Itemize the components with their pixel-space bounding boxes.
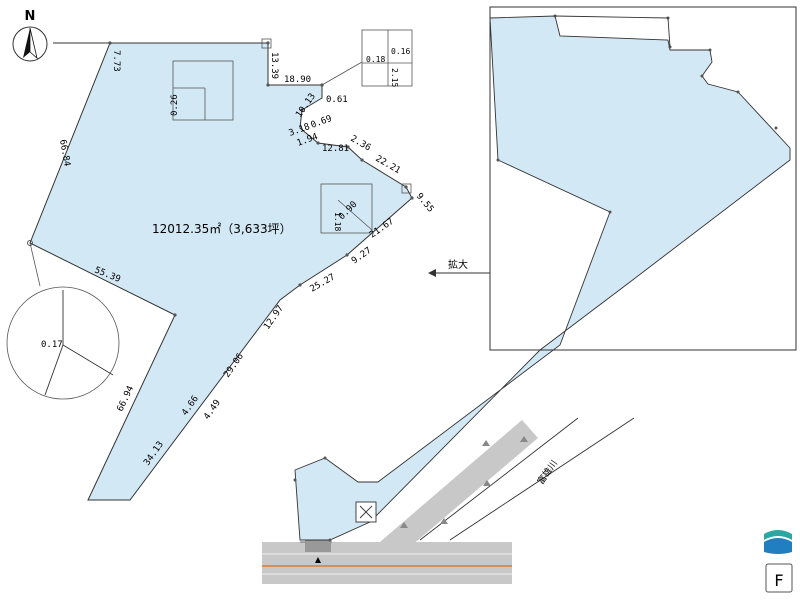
dim-label: 18.90	[284, 75, 311, 85]
dim-label: 66.84	[57, 139, 72, 167]
road-network	[262, 420, 538, 584]
dim-label: 13.39	[269, 52, 279, 79]
circle-detail	[6, 242, 120, 400]
overview-marker	[355, 501, 377, 523]
area-label: 12012.35㎡（3,633坪）	[152, 222, 292, 236]
river	[419, 417, 635, 541]
marker-box-1	[172, 60, 234, 121]
enlarge-indicator: 拡大	[428, 258, 490, 277]
dim-label: 0.69	[310, 114, 334, 131]
river-symbols	[400, 436, 528, 528]
north-label: N	[25, 9, 36, 24]
dim-label: 0.26	[170, 94, 180, 116]
main-parcel	[29, 42, 413, 501]
dim-label: 0.16	[391, 47, 410, 56]
enlarge-frame	[489, 6, 797, 351]
dim-label: 7.73	[111, 50, 121, 72]
river-label: 富雄川	[535, 458, 560, 487]
company-logo: F	[764, 530, 793, 593]
marker-box-2	[320, 183, 373, 234]
north-arrow: N	[12, 9, 48, 62]
logo-letter: F	[774, 571, 783, 590]
dim-label: 9.55	[414, 192, 436, 215]
dim-label: 2.15	[390, 68, 399, 87]
dim-label: 12.81	[322, 144, 349, 154]
enlarge-label: 拡大	[448, 258, 468, 271]
dim-label: 0.18	[366, 55, 385, 64]
dim-label: 0.61	[326, 95, 348, 105]
corner-detail-box	[321, 29, 413, 87]
dim-label: 4.49	[202, 398, 223, 422]
dim-label: 0.17	[41, 340, 63, 350]
overview-parcel	[294, 15, 791, 541]
dim-label: 1.18	[333, 212, 342, 231]
